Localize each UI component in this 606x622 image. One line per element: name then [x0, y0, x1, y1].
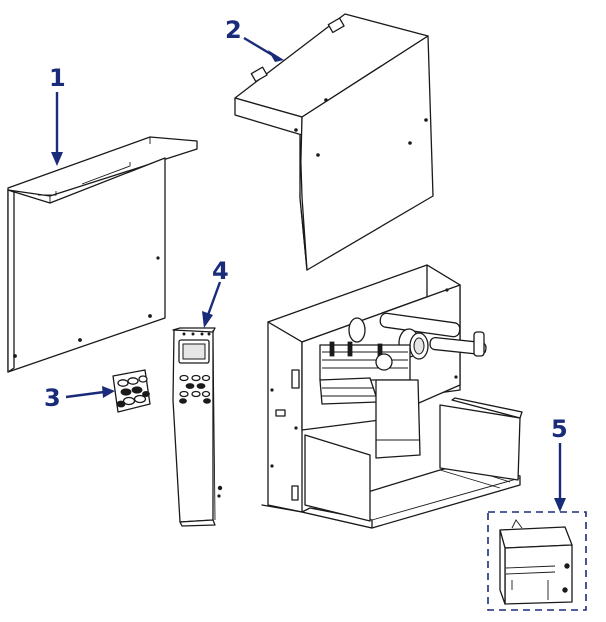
part-1-side-cover	[7, 136, 198, 373]
part-4-control-panel	[172, 327, 223, 527]
callout-arrows	[51, 36, 566, 512]
part-3-keypad	[112, 369, 151, 413]
part-5-detail	[487, 511, 587, 611]
callout-4: 4	[212, 257, 229, 285]
callout-5: 5	[551, 415, 568, 443]
part-5-dashed-frame	[487, 511, 587, 611]
callout-1: 1	[49, 64, 66, 92]
callout-3: 3	[44, 384, 61, 412]
part-2-top-cover	[234, 13, 434, 271]
callout-2: 2	[225, 16, 242, 44]
printer-chassis	[261, 264, 523, 529]
